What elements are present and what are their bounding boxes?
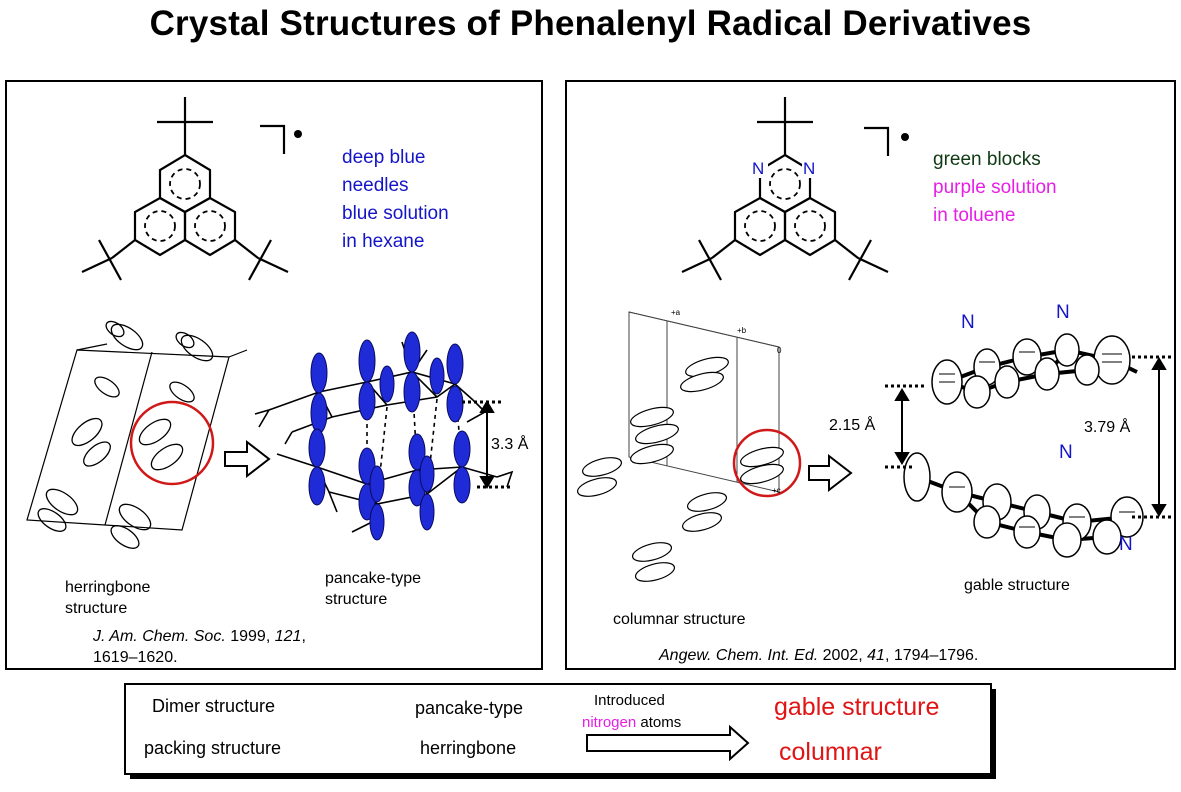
right-ref-pages: 1794–1796. xyxy=(893,647,979,664)
n-label-bottom-2: N xyxy=(1119,534,1133,555)
gable-dimer xyxy=(885,333,1172,558)
page-title: Crystal Structures of Phenalenyl Radical… xyxy=(149,4,1032,43)
summary-row2-after: columnar xyxy=(779,738,882,766)
summary-frame xyxy=(124,683,996,779)
left-property-line-1: deep blue xyxy=(342,147,426,168)
columnar-molecules xyxy=(576,356,784,582)
phenalenyl-molecule xyxy=(81,97,289,281)
pancake-label-2: structure xyxy=(325,591,388,608)
n-label-bottom-1: N xyxy=(1059,442,1073,463)
highlight-circle-left xyxy=(129,400,215,486)
n-label-top-2: N xyxy=(1056,302,1070,323)
cell-axis-a: +a xyxy=(671,308,681,317)
left-panel-drawing xyxy=(26,97,514,549)
summary-row1-after: gable structure xyxy=(774,693,940,721)
left-ref-pages: 1619–1620. xyxy=(93,649,178,666)
herringbone-label-2: structure xyxy=(65,600,128,617)
radical-dot-right xyxy=(901,133,909,141)
summary-row1-before: pancake-type xyxy=(415,698,524,718)
transition-arrow-right xyxy=(808,453,853,493)
right-property-line-1: green blocks xyxy=(933,149,1041,170)
summary-nitrogen-word: nitrogen xyxy=(582,714,637,731)
left-property-line-4: in hexane xyxy=(342,231,425,252)
right-panel: N N green blocks purple solution in tolu… xyxy=(565,80,1176,670)
herringbone-label-1: herringbone xyxy=(65,579,151,596)
left-ref-year: 1999, xyxy=(230,628,271,645)
left-reference: J. Am. Chem. Soc. 1999, 121, xyxy=(93,628,306,645)
distance-label-long: 3.79 Å xyxy=(1084,419,1131,436)
distance-label-short: 2.15 Å xyxy=(829,417,876,434)
distance-label-left: 3.3 Å xyxy=(491,436,529,453)
right-panel-drawing xyxy=(576,97,1172,582)
n-label-top-1: N xyxy=(961,312,975,333)
pancake-label-1: pancake-type xyxy=(325,570,422,587)
left-ref-volume: 121 xyxy=(274,628,302,645)
summary-arrow-text-2: nitrogen atoms xyxy=(582,714,681,731)
radical-dot xyxy=(294,130,302,138)
highlight-circle-right xyxy=(732,428,802,498)
n-atom-label-1: N xyxy=(752,159,765,178)
right-ref-volume: 41 xyxy=(867,647,885,664)
cell-axis-b: +b xyxy=(737,326,747,335)
left-property-line-2: needles xyxy=(342,175,409,196)
gable-label: gable structure xyxy=(964,577,1070,594)
pancake-dimer xyxy=(254,331,514,541)
left-property-line-3: blue solution xyxy=(342,203,449,224)
transition-arrow-left xyxy=(224,439,271,479)
left-ref-journal: J. Am. Chem. Soc. xyxy=(93,628,226,645)
diazaphenalenyl-molecule xyxy=(681,97,890,281)
summary-box: Dimer structure packing structure pancak… xyxy=(124,683,1000,781)
summary-arrow xyxy=(586,724,750,762)
summary-row2-before: herringbone xyxy=(420,738,517,758)
columnar-packing xyxy=(628,311,780,493)
right-ref-journal: Angew. Chem. Int. Ed. xyxy=(659,647,819,664)
left-panel: deep blue needles blue solution in hexan… xyxy=(5,80,543,670)
columnar-label: columnar structure xyxy=(613,611,746,628)
summary-arrow-text-1: Introduced xyxy=(594,692,665,709)
cell-axis-c: +c xyxy=(772,486,781,495)
summary-row2-label: packing structure xyxy=(144,738,282,758)
right-property-line-3: in toluene xyxy=(933,205,1016,226)
right-ref-year: 2002, xyxy=(822,647,863,664)
n-atom-label-2: N xyxy=(803,159,816,178)
cell-origin: 0 xyxy=(777,346,782,355)
right-property-line-2: purple solution xyxy=(933,177,1057,198)
summary-atoms-word: atoms xyxy=(636,714,682,731)
right-reference: Angew. Chem. Int. Ed. 2002, 41, 1794–179… xyxy=(659,647,979,664)
summary-row1-label: Dimer structure xyxy=(152,696,276,716)
herringbone-packing xyxy=(26,320,248,549)
